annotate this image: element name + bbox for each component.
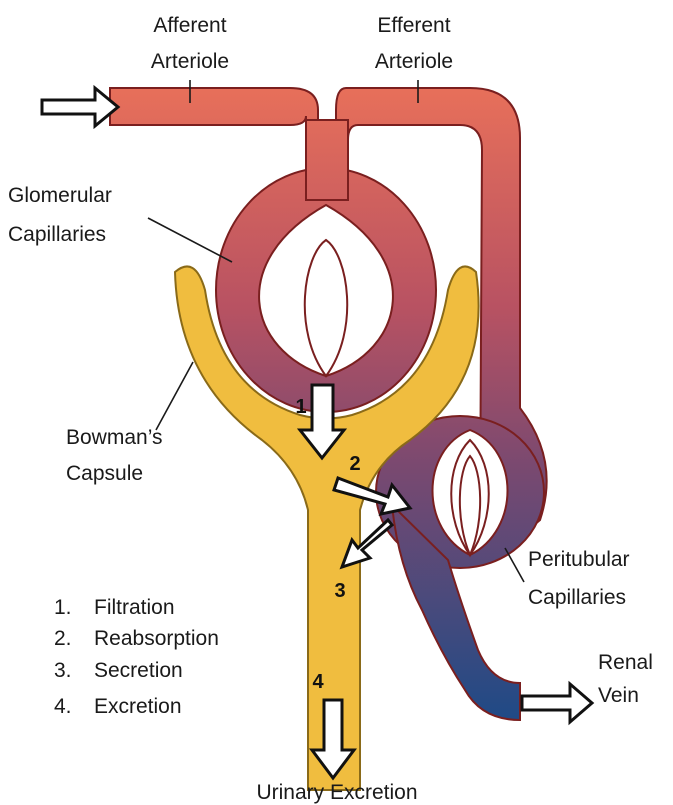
renal-label: Renal bbox=[598, 651, 653, 674]
urinary-excretion-label: Urinary Excretion bbox=[256, 781, 417, 804]
legend-num: 2. bbox=[54, 627, 72, 650]
bowmans-leader bbox=[156, 362, 193, 430]
bowmans-label-2: Capsule bbox=[66, 462, 143, 485]
marker-1: 1 bbox=[295, 396, 306, 418]
legend: 1. Filtration 2. Reabsorption 3. Secreti… bbox=[54, 596, 219, 718]
legend-num: 4. bbox=[54, 695, 72, 718]
legend-text: Excretion bbox=[94, 695, 182, 718]
afferent-label: Afferent bbox=[153, 14, 226, 37]
renal-label-2: Vein bbox=[598, 684, 639, 707]
glomerular-leader bbox=[148, 218, 232, 262]
legend-num: 1. bbox=[54, 596, 72, 619]
marker-3: 3 bbox=[334, 580, 345, 602]
afferent-label-2: Arteriole bbox=[151, 50, 229, 73]
efferent-label: Efferent bbox=[377, 14, 450, 37]
renal-vein-arrow bbox=[522, 684, 592, 722]
peritubular-label: Peritubular bbox=[528, 548, 630, 571]
legend-text: Filtration bbox=[94, 596, 175, 619]
legend-text: Reabsorption bbox=[94, 627, 219, 650]
marker-4: 4 bbox=[312, 671, 324, 693]
efferent-label-2: Arteriole bbox=[375, 50, 453, 73]
legend-text: Secretion bbox=[94, 659, 183, 682]
inflow-arrow bbox=[42, 88, 118, 126]
glomerulus-stalk bbox=[306, 120, 348, 200]
peritubular-label-2: Capillaries bbox=[528, 586, 626, 609]
afferent-arteriole bbox=[110, 88, 318, 178]
glomerular-label: Glomerular bbox=[8, 184, 112, 207]
glomerular-label-2: Capillaries bbox=[8, 223, 106, 246]
legend-num: 3. bbox=[54, 659, 72, 682]
peritubular-leader bbox=[505, 548, 524, 582]
marker-2: 2 bbox=[349, 453, 360, 475]
bowmans-label: Bowman’s bbox=[66, 426, 163, 449]
